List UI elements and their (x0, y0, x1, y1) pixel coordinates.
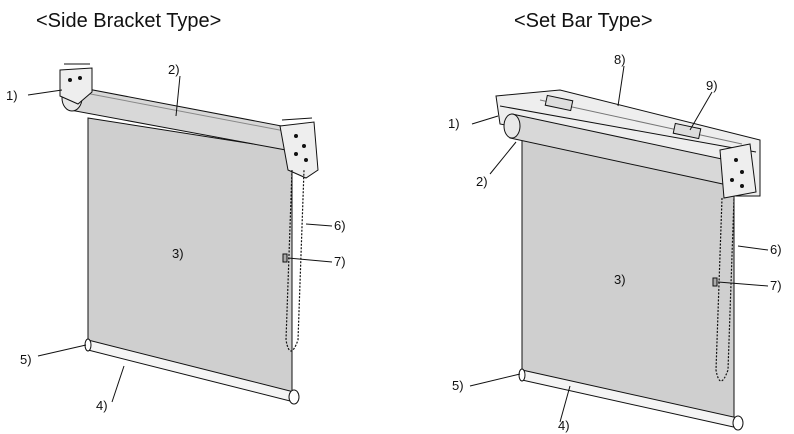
right-callout-5: 5) (452, 378, 464, 393)
left-callout-4: 4) (96, 398, 108, 413)
right-callout-6: 6) (770, 242, 782, 257)
left-chain-stopper (282, 253, 288, 263)
left-callout-3: 3) (172, 246, 184, 261)
right-bracket-clip-1 (544, 94, 574, 112)
right-callout-4: 4) (558, 418, 570, 433)
side-bracket-blind (27, 63, 333, 405)
left-callout-2: 2) (168, 62, 180, 77)
right-callout-9: 9) (706, 78, 718, 93)
right-chain-loop (715, 197, 735, 382)
left-chain-loop (285, 169, 305, 352)
right-end-cap (719, 143, 757, 199)
title-side-bracket-type: <Side Bracket Type> (36, 10, 222, 32)
left-callout-6: 6) (334, 218, 346, 233)
right-callout-3: 3) (614, 272, 626, 287)
right-chain-stopper (712, 277, 718, 287)
left-callout-5: 5) (20, 352, 32, 367)
right-bracket-clip-2 (672, 122, 702, 140)
left-side-bracket-right (279, 121, 319, 179)
left-side-bracket-left (59, 67, 93, 105)
right-callout-1: 1) (448, 116, 460, 131)
title-set-bar-type: <Set Bar Type> (514, 10, 653, 32)
left-callout-1: 1) (6, 88, 18, 103)
set-bar-blind (469, 65, 769, 431)
left-callout-7: 7) (334, 254, 346, 269)
right-callout-8: 8) (614, 52, 626, 67)
right-callout-7: 7) (770, 278, 782, 293)
right-callout-2: 2) (476, 174, 488, 189)
